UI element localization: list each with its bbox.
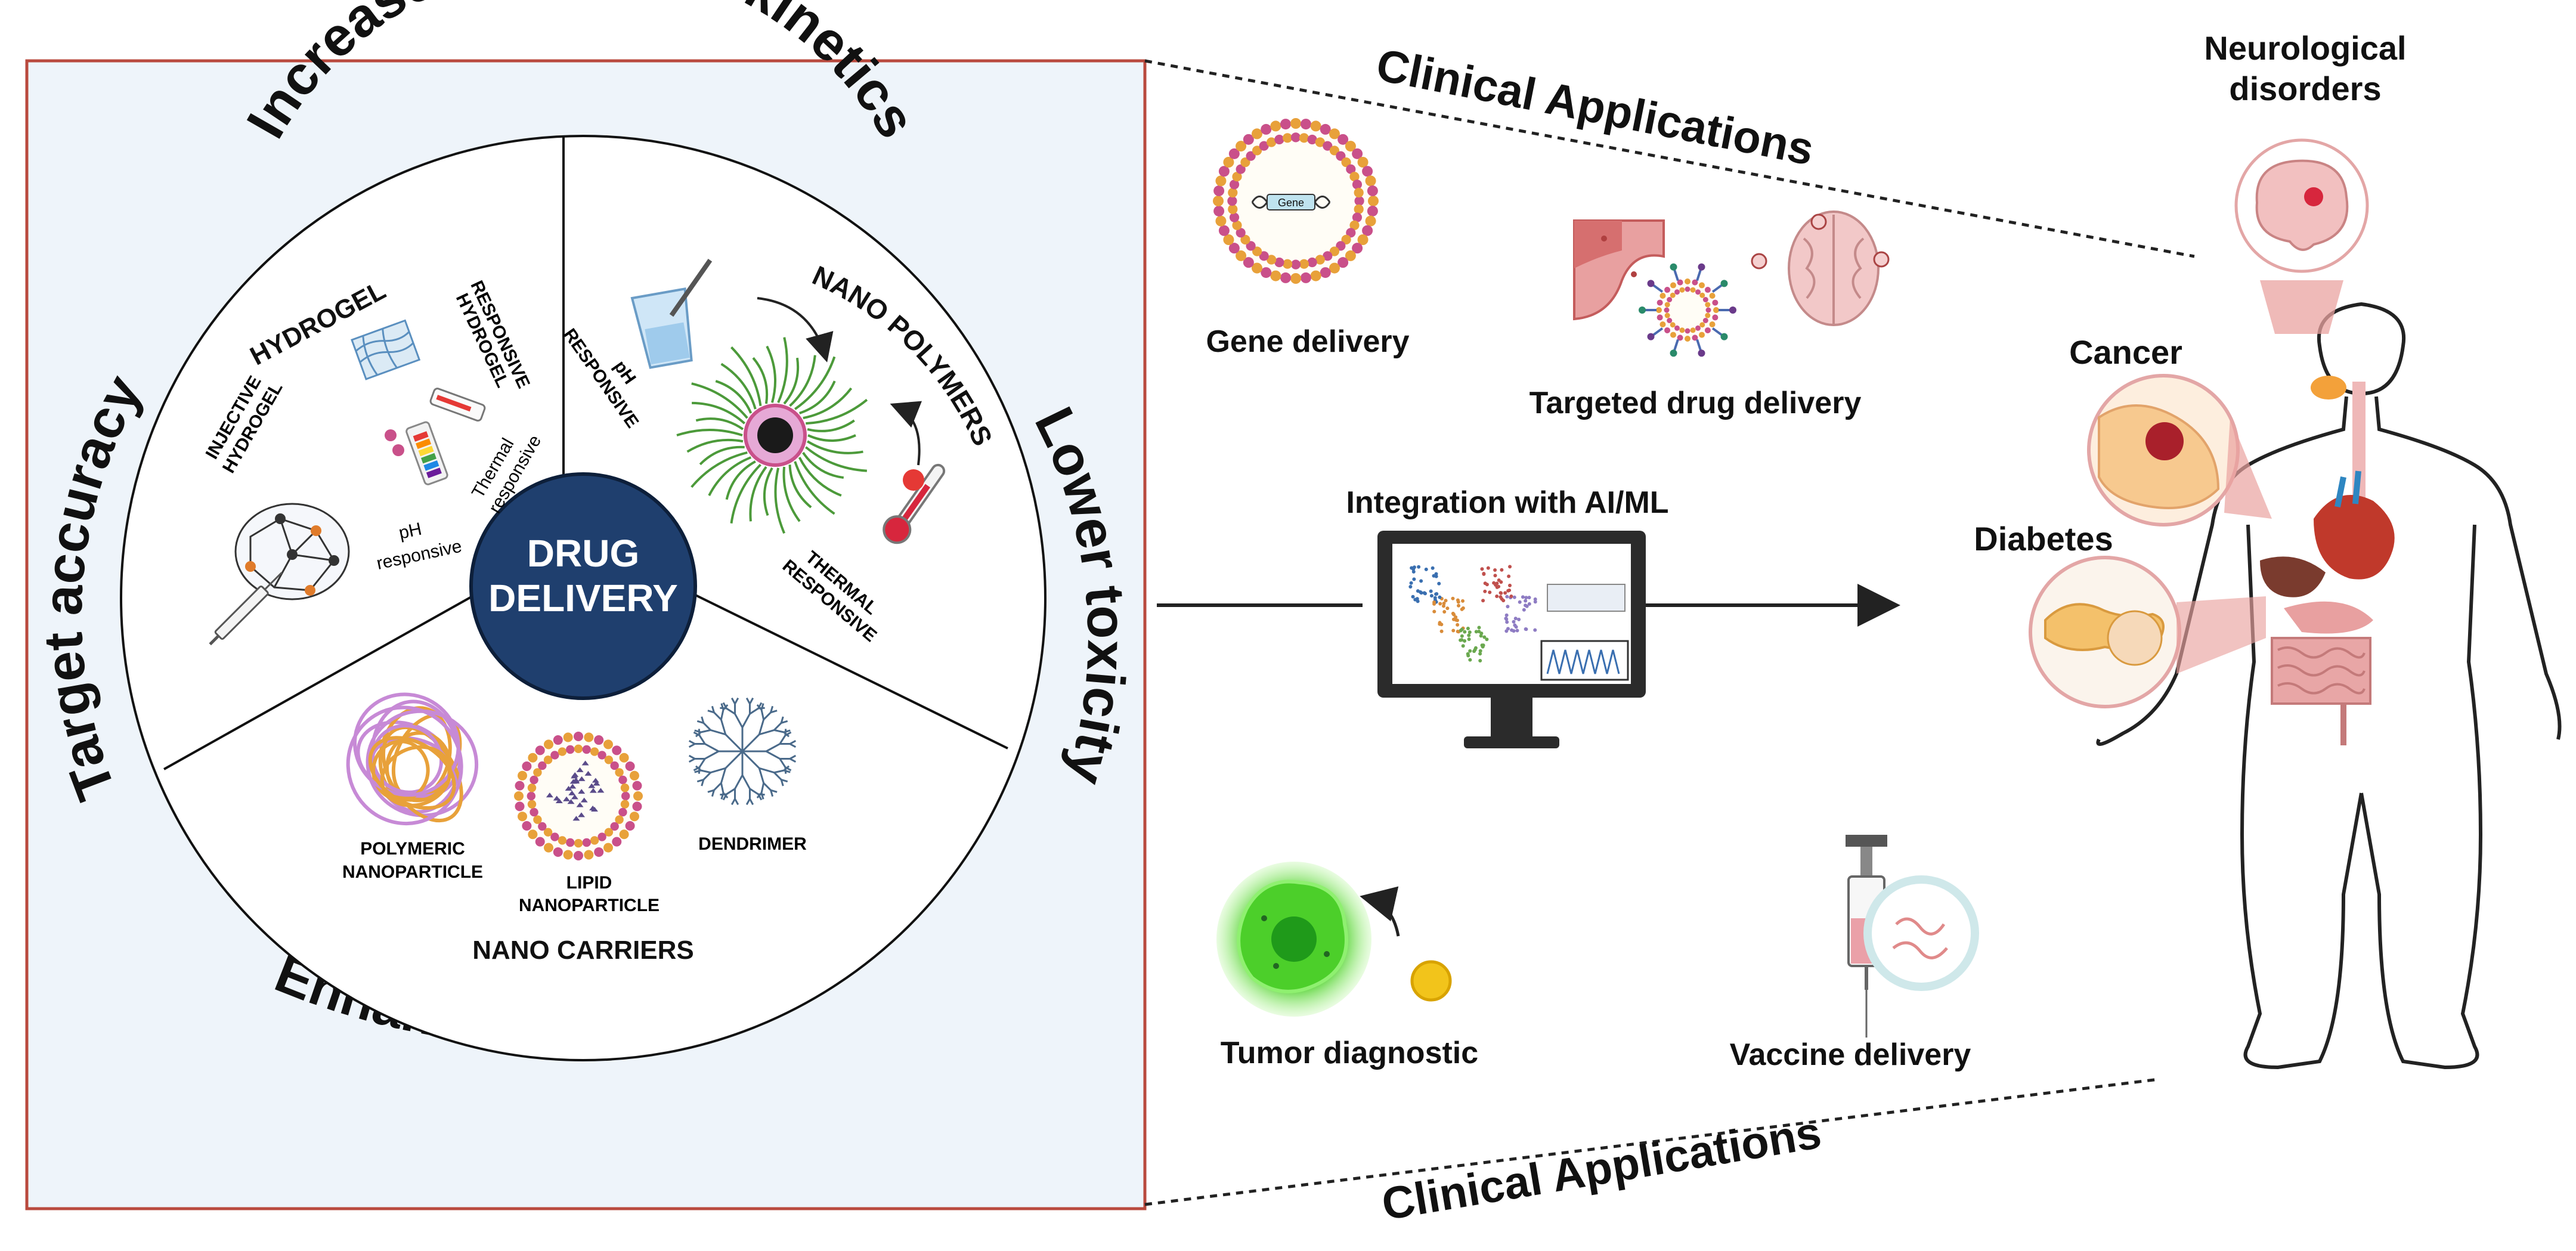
ph-indicator-dot-icon	[392, 444, 404, 456]
gene-tag-label: Gene	[1278, 197, 1304, 209]
islet-cells-icon	[2108, 611, 2162, 665]
cancer-beam	[2224, 417, 2272, 519]
diabetes-label: Diabetes	[1974, 520, 2113, 558]
neurological-label-line1: Neurological	[2204, 29, 2406, 67]
targeted-nanoparticle-icon	[1639, 264, 1736, 357]
micelle-center-icon	[757, 417, 793, 453]
vaccine-delivery-label: Vaccine delivery	[1730, 1038, 1971, 1072]
targeted-drug-delivery-label: Targeted drug delivery	[1530, 386, 1862, 420]
dendrimer-label: DENDRIMER	[698, 834, 807, 854]
tumor-diagnostic-label: Tumor diagnostic	[1221, 1036, 1478, 1070]
center-label-line2: DELIVERY	[488, 577, 678, 620]
heat-sun-icon	[903, 469, 924, 491]
polymeric-nanoparticle-line1: POLYMERIC	[360, 839, 465, 859]
intestines-icon	[2272, 638, 2370, 704]
computer-monitor-icon	[1377, 531, 1646, 748]
breast-tumor-icon	[2145, 422, 2184, 460]
human-body-section: Neurological disorders Cancer Diabetes	[1974, 29, 2559, 1067]
gold-nanoparticle-icon	[1412, 962, 1450, 1000]
ai-ml-label: Integration with AI/ML	[1346, 485, 1668, 520]
clinical-title-top: Clinical Applications	[1372, 39, 1818, 175]
polymeric-nanoparticle-line2: NANOPARTICLE	[342, 862, 483, 882]
organs-icon	[2260, 376, 2395, 745]
nano-carriers-title: NANO CARRIERS	[472, 936, 694, 965]
virus-zoom-icon	[1868, 880, 1975, 987]
center-label-line1: DRUG	[527, 532, 639, 575]
ph-indicator-dot-icon	[385, 429, 397, 441]
tissue-icon	[1574, 221, 1664, 319]
neuro-beam	[2260, 280, 2343, 334]
gene-delivery-label: Gene delivery	[1206, 324, 1409, 359]
neurological-label-line2: disorders	[2229, 70, 2381, 107]
lipid-nanoparticle-line1: LIPID	[566, 873, 612, 893]
brain-lesion-icon	[2304, 187, 2323, 206]
tumor-cell-icon	[1216, 862, 1371, 1017]
brain-icon	[1789, 212, 1878, 325]
left-panel: Increased Pharmacokinetics Enhanced drug…	[27, 0, 1145, 1209]
cancer-label: Cancer	[2069, 333, 2182, 371]
injective-hydrogel-network-icon	[236, 504, 349, 599]
lipid-nanoparticle-line2: NANOPARTICLE	[519, 896, 660, 915]
